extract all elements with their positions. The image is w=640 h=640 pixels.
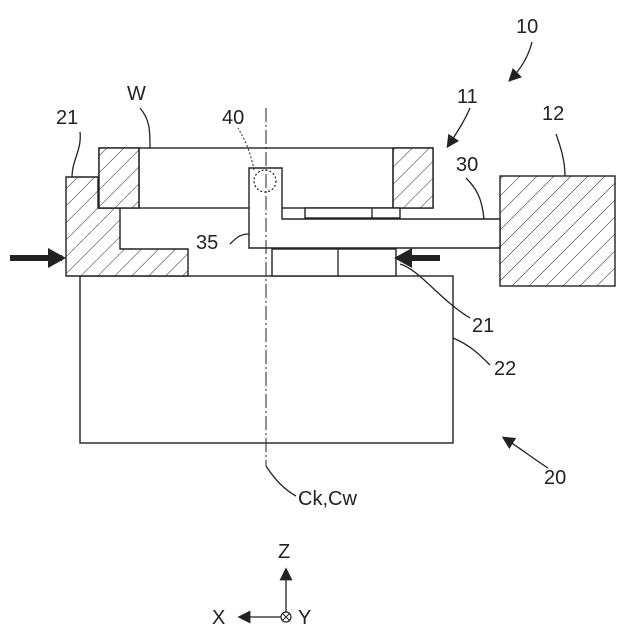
axis-z-label: Z	[278, 541, 290, 563]
right-jaw-block	[272, 249, 396, 276]
arrow-10	[510, 42, 532, 80]
label-40: 40	[222, 107, 244, 129]
label-11: 11	[457, 86, 478, 108]
coordinate-system: Z X Y	[212, 541, 311, 629]
axis-y-label: Y	[298, 607, 311, 629]
label-w: W	[127, 83, 146, 105]
axis-x-label: X	[212, 607, 225, 629]
label-22: 22	[494, 358, 516, 380]
workpiece-right-section	[393, 148, 433, 208]
arrow-20	[504, 438, 548, 468]
label-10: 10	[516, 16, 538, 38]
arrow-11	[448, 108, 470, 146]
label-axis: Ck,Cw	[298, 488, 357, 510]
label-30: 30	[456, 154, 478, 176]
label-35: 35	[196, 232, 218, 254]
label-21-right: 21	[472, 315, 494, 337]
label-21-left: 21	[56, 107, 78, 129]
workpiece-left-section	[99, 148, 139, 208]
label-12: 12	[542, 103, 564, 125]
motor-box	[500, 176, 615, 286]
label-20: 20	[544, 467, 566, 489]
